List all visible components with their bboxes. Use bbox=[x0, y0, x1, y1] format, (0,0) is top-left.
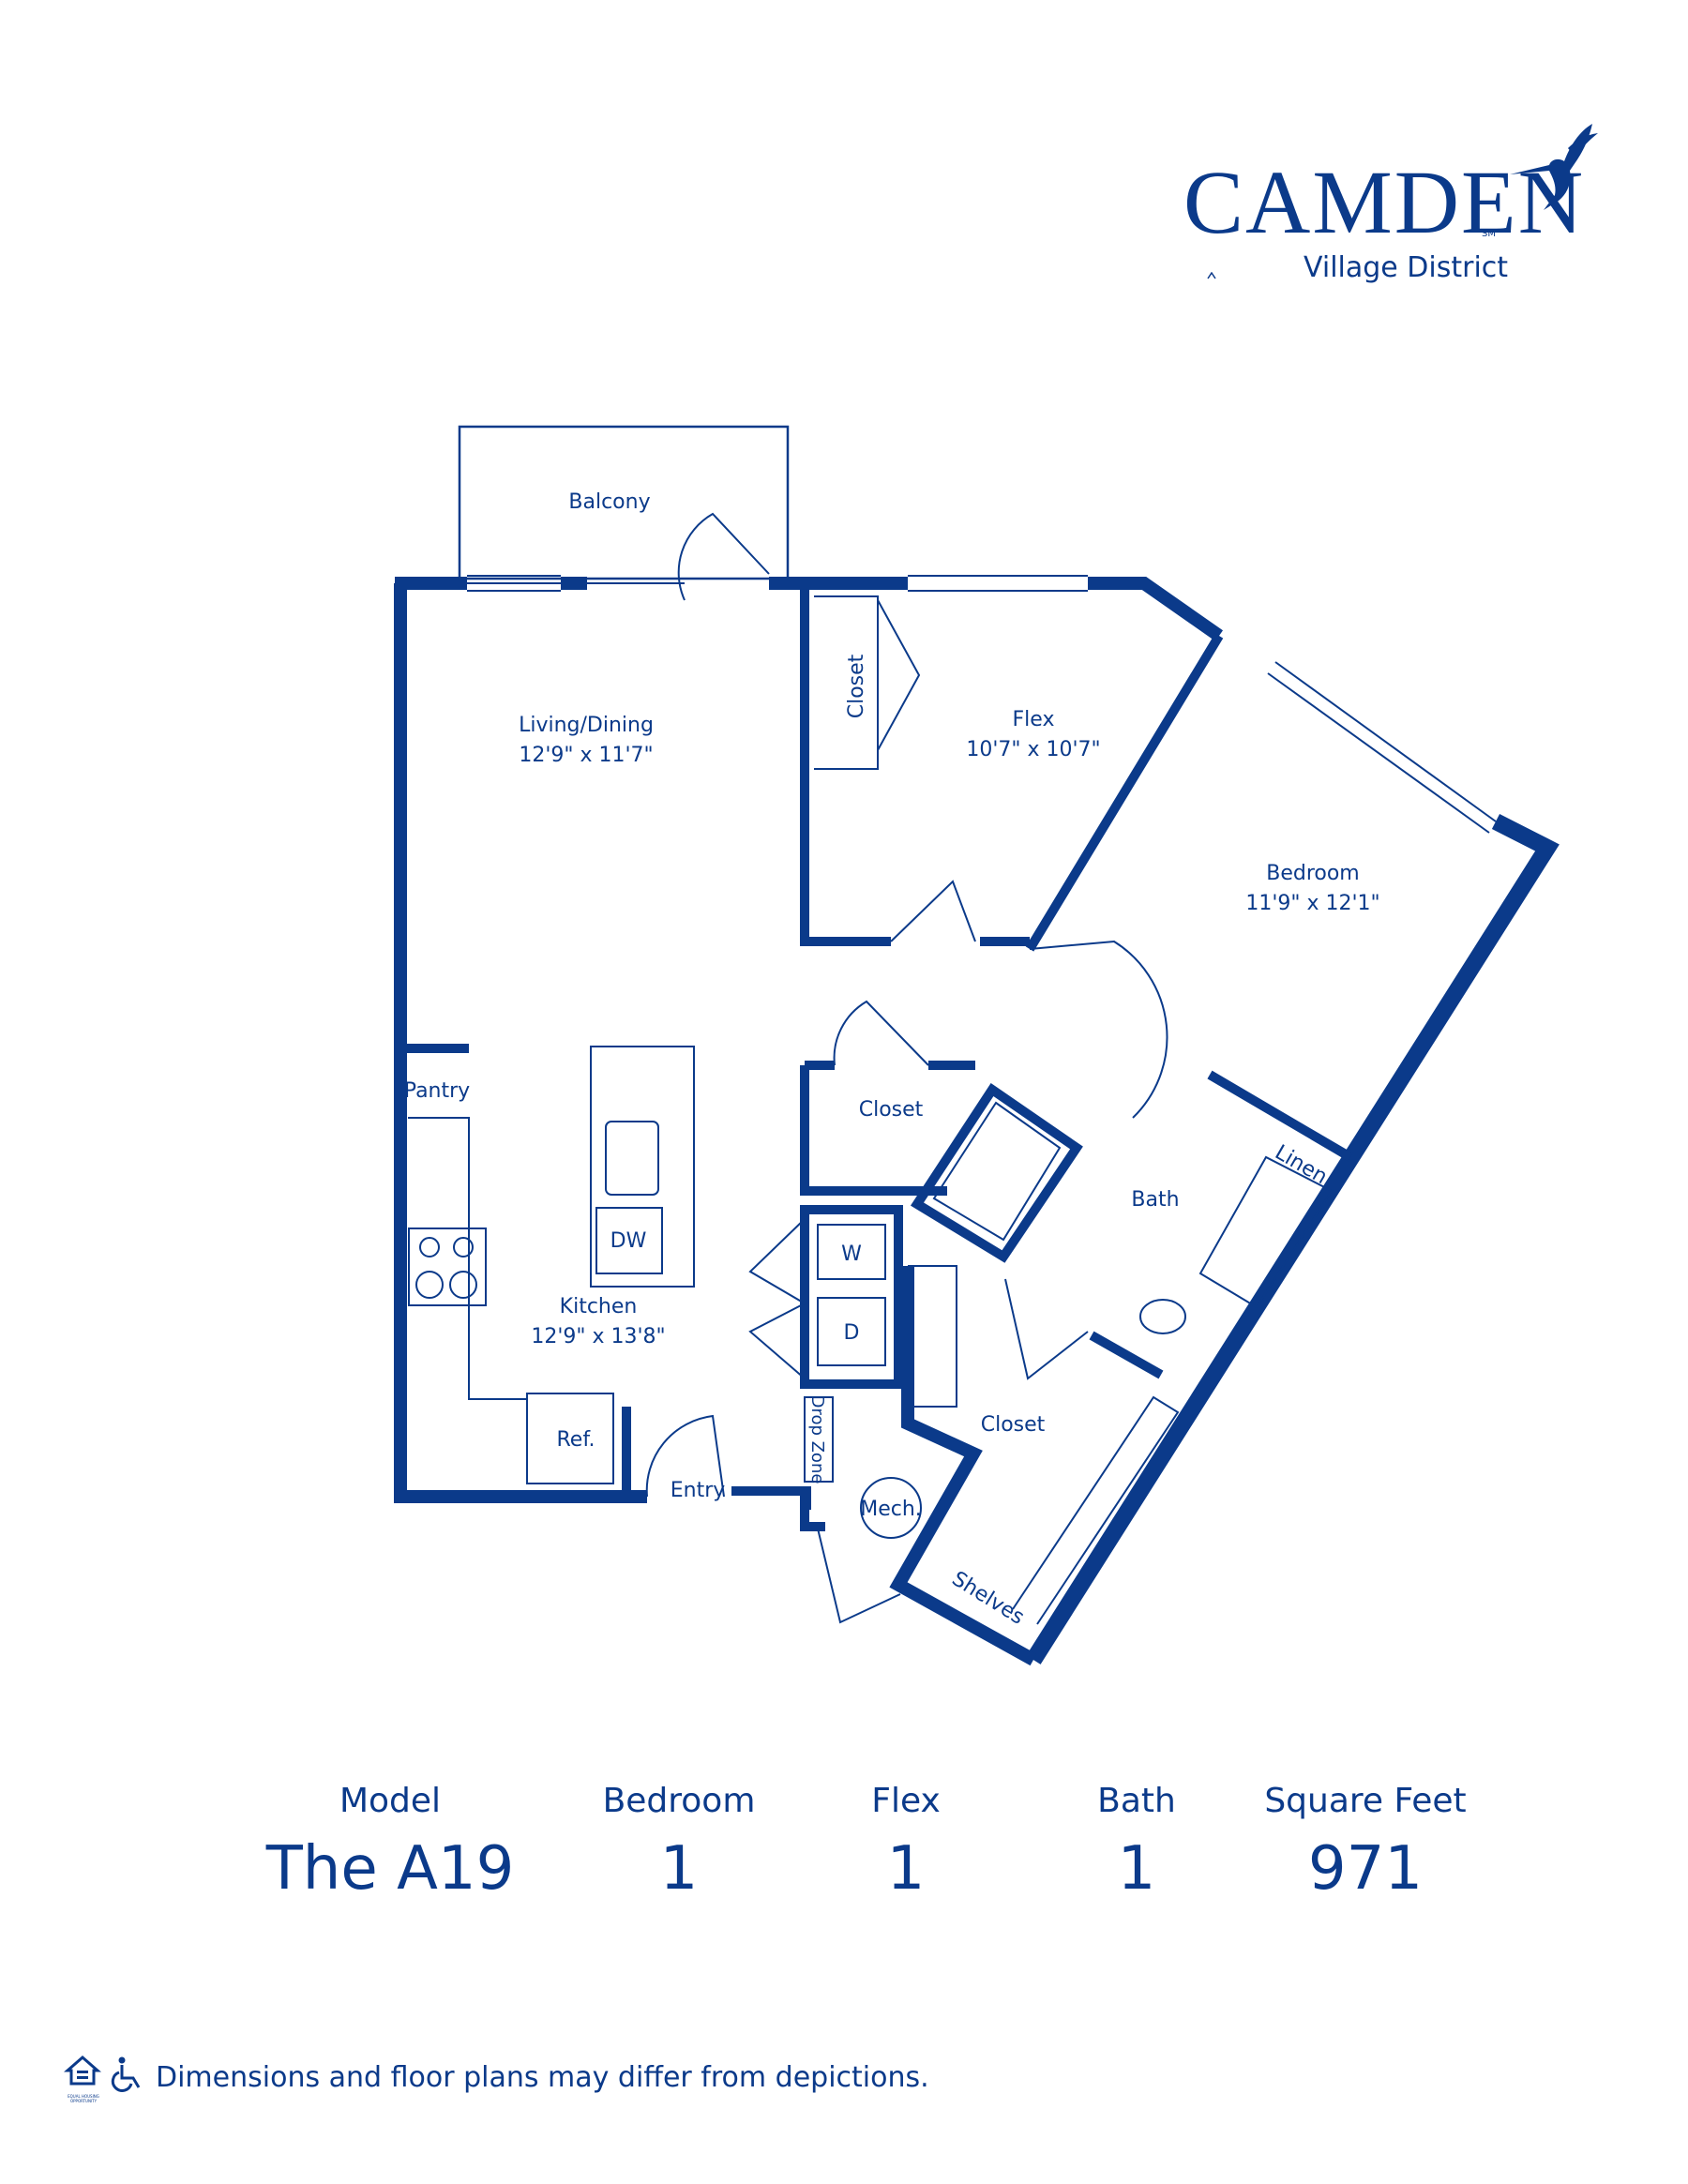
label-bedroom-dim: 11'9" x 12'1" bbox=[1245, 892, 1379, 915]
window-bedroom bbox=[1267, 661, 1497, 834]
flex-closet bbox=[814, 595, 879, 770]
dryer-box bbox=[817, 1297, 886, 1366]
stat-sqft-value: 971 bbox=[1307, 1834, 1424, 1904]
label-bedroom: Bedroom bbox=[1266, 862, 1360, 885]
floor-plan: Balcony Living/Dining 12'9" x 11'7" Clos… bbox=[394, 425, 1560, 1666]
caret-icon bbox=[1207, 272, 1216, 279]
stat-bath-value: 1 bbox=[1117, 1834, 1156, 1904]
drop-zone bbox=[804, 1396, 834, 1483]
island-sink bbox=[605, 1121, 659, 1196]
label-living: Living/Dining bbox=[519, 714, 654, 737]
stat-model-value: The A19 bbox=[265, 1834, 515, 1904]
label-linen: Linen bbox=[1271, 1141, 1331, 1190]
bath-wall-bottom bbox=[1089, 1331, 1164, 1379]
wheelchair-icon bbox=[111, 2056, 141, 2092]
mech-door bbox=[817, 1528, 901, 1624]
dishwasher bbox=[595, 1207, 663, 1274]
brand-wordmark: CAMDEN bbox=[1183, 152, 1586, 252]
washer-box bbox=[817, 1224, 886, 1280]
bath-door bbox=[1004, 1278, 1089, 1380]
cooktop bbox=[408, 1228, 487, 1306]
kitchen-island bbox=[590, 1046, 695, 1288]
label-balcony: Balcony bbox=[568, 490, 650, 514]
label-ref: Ref. bbox=[557, 1428, 595, 1452]
kitchen-counter bbox=[408, 1117, 527, 1400]
outer-wall-left bbox=[394, 583, 647, 1503]
laundry-doors bbox=[748, 1218, 807, 1379]
window-balcony bbox=[467, 575, 561, 592]
stat-model-label: Model bbox=[339, 1782, 442, 1820]
hummingbird-icon bbox=[1510, 124, 1598, 210]
label-dryer: D bbox=[844, 1321, 860, 1345]
stat-sqft-label: Square Feet bbox=[1264, 1782, 1467, 1820]
flex-closet-doors bbox=[877, 599, 921, 751]
bath-wall-right bbox=[1207, 1070, 1353, 1162]
label-pantry: Pantry bbox=[404, 1079, 470, 1103]
outer-wall-bedroom-angle bbox=[1026, 813, 1560, 1664]
equal-housing-icon bbox=[64, 2056, 101, 2086]
bath-shower-inner bbox=[932, 1101, 1062, 1242]
label-washer: W bbox=[841, 1243, 862, 1266]
entry-door bbox=[645, 1414, 725, 1498]
brand-sm-mark: SM bbox=[1482, 229, 1496, 239]
bed-closet-shelf bbox=[1012, 1395, 1180, 1625]
label-flex-dim: 10'7" x 10'7" bbox=[966, 738, 1100, 761]
label-bath: Bath bbox=[1131, 1188, 1179, 1212]
flex-bedroom-wall bbox=[1025, 633, 1224, 952]
bedroom-door bbox=[1029, 940, 1168, 1119]
window-flex bbox=[908, 575, 1088, 592]
bed-closet bbox=[908, 1265, 957, 1408]
label-dw: DW bbox=[610, 1229, 647, 1253]
bath-shower bbox=[910, 1082, 1083, 1263]
label-flex: Flex bbox=[1013, 708, 1055, 731]
balcony-door bbox=[677, 512, 770, 601]
stat-bath-label: Bath bbox=[1097, 1782, 1176, 1820]
eho-caption: EQUAL HOUSING OPPORTUNITY bbox=[68, 2094, 99, 2103]
label-drop-zone: Drop Zone bbox=[807, 1395, 827, 1484]
stat-flex-value: 1 bbox=[886, 1834, 926, 1904]
outer-wall-top-right2 bbox=[1088, 577, 1224, 641]
bath-vanity bbox=[1198, 1155, 1334, 1309]
brand-community: Village District bbox=[1304, 251, 1509, 284]
label-closet-flex: Closet bbox=[845, 654, 868, 718]
label-living-dim: 12'9" x 11'7" bbox=[519, 744, 653, 767]
laundry-area bbox=[800, 1205, 903, 1389]
mech-circle bbox=[860, 1477, 922, 1539]
mech-wall bbox=[800, 1491, 825, 1531]
bath-toilet bbox=[1139, 1299, 1186, 1334]
disclaimer-text: Dimensions and floor plans may differ fr… bbox=[156, 2061, 929, 2094]
label-kitchen-dim: 12'9" x 13'8" bbox=[531, 1325, 665, 1348]
flex-wall-left bbox=[800, 583, 891, 946]
balcony-outline bbox=[458, 425, 790, 580]
entry-wall bbox=[731, 1486, 811, 1510]
hall-closet-wall bbox=[800, 1065, 947, 1196]
label-kitchen: Kitchen bbox=[560, 1295, 638, 1318]
label-closet-bed: Closet bbox=[981, 1413, 1046, 1437]
label-entry: Entry bbox=[671, 1479, 726, 1502]
hall-closet-door bbox=[833, 1000, 929, 1066]
stat-flex-label: Flex bbox=[871, 1782, 941, 1820]
stat-bedroom-label: Bedroom bbox=[602, 1782, 756, 1820]
stat-bedroom-value: 1 bbox=[659, 1834, 699, 1904]
outer-wall-bottom-right bbox=[889, 1266, 1037, 1666]
fridge bbox=[526, 1393, 614, 1484]
label-closet-hall: Closet bbox=[859, 1098, 924, 1122]
label-mech: Mech. bbox=[860, 1498, 922, 1521]
flex-door bbox=[890, 880, 976, 942]
